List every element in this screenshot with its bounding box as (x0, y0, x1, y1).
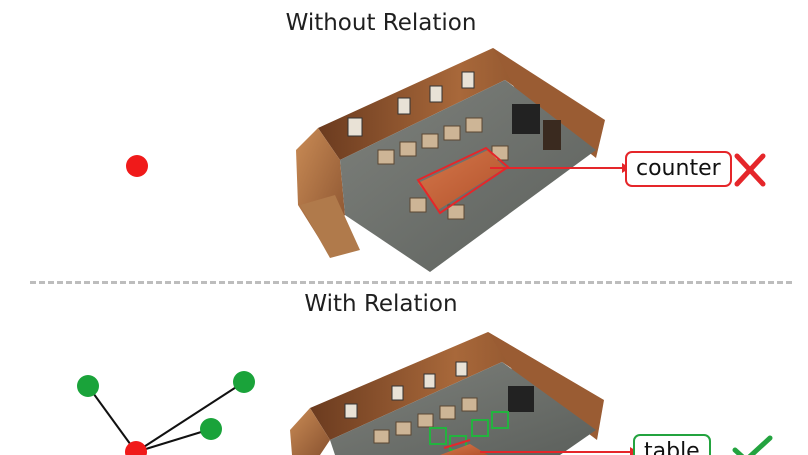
neighbor-node (77, 375, 99, 397)
object-node-isolated (126, 155, 148, 177)
predicted-label-table: table (633, 434, 711, 455)
neighbor-node (200, 418, 222, 440)
relation-edge (135, 428, 212, 453)
room-scan-bottom (290, 332, 604, 455)
relation-graph (77, 371, 255, 455)
neighbor-node (233, 371, 255, 393)
check-mark-icon (732, 435, 773, 455)
with-relation-title: With Relation (304, 291, 458, 317)
without-relation-title: Without Relation (285, 10, 477, 36)
object-node-center (125, 441, 147, 455)
relation-edge (135, 381, 245, 453)
relation-edge (87, 385, 137, 453)
section-divider (30, 281, 792, 284)
predicted-label-counter: counter (625, 151, 732, 187)
cross-mark-icon (734, 153, 766, 187)
room-scan-top (296, 48, 605, 272)
